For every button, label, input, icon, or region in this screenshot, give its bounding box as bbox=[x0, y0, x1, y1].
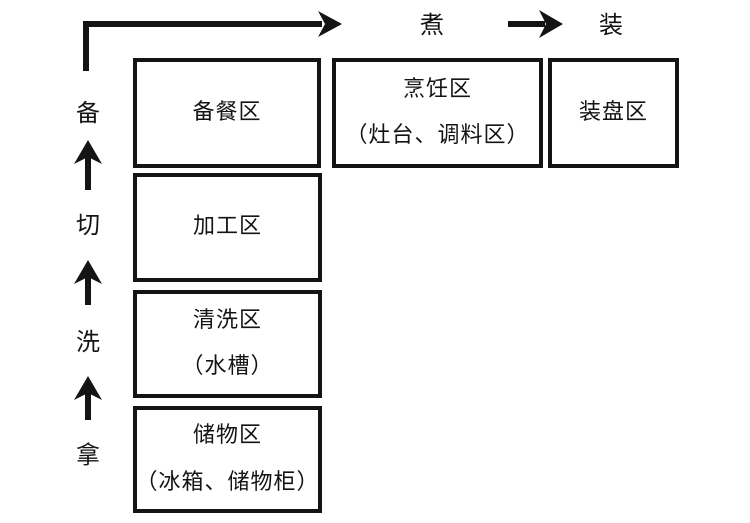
zone-label: 加工区 bbox=[192, 214, 262, 240]
right-arrow-icon bbox=[508, 10, 563, 38]
flow-step-plate: 装 bbox=[599, 11, 623, 39]
zone-label: 备餐区 bbox=[192, 99, 262, 125]
zone-box-plating-area: 装盘区 bbox=[548, 58, 679, 168]
flow-step-wash: 洗 bbox=[76, 328, 100, 356]
zone-box-washing-area: 清洗区 （水槽） bbox=[133, 290, 322, 398]
zone-sublabel: （水槽） bbox=[181, 354, 274, 379]
zone-sublabel: （冰箱、储物柜） bbox=[135, 469, 320, 495]
zone-label: 烹饪区 bbox=[402, 76, 472, 102]
up-arrow-icon bbox=[74, 260, 102, 305]
flow-step-cook: 煮 bbox=[420, 11, 444, 39]
zone-sublabel: （灶台、调料区） bbox=[345, 123, 530, 148]
up-arrow-icon bbox=[74, 140, 102, 190]
zone-box-meal-prep-area: 备餐区 bbox=[133, 58, 321, 168]
zone-label: 清洗区 bbox=[192, 307, 262, 333]
zone-label: 储物区 bbox=[192, 423, 262, 449]
flow-step-cut: 切 bbox=[76, 211, 100, 239]
flow-step-prepare: 备 bbox=[76, 99, 100, 127]
zone-label: 装盘区 bbox=[578, 99, 648, 125]
zone-box-storage-area: 储物区 （冰箱、储物柜） bbox=[133, 406, 322, 513]
zone-box-cooking-area: 烹饪区 （灶台、调料区） bbox=[332, 58, 543, 168]
flow-step-take: 拿 bbox=[76, 441, 100, 469]
up-arrow-icon bbox=[74, 376, 102, 420]
zone-box-processing-area: 加工区 bbox=[133, 173, 322, 282]
